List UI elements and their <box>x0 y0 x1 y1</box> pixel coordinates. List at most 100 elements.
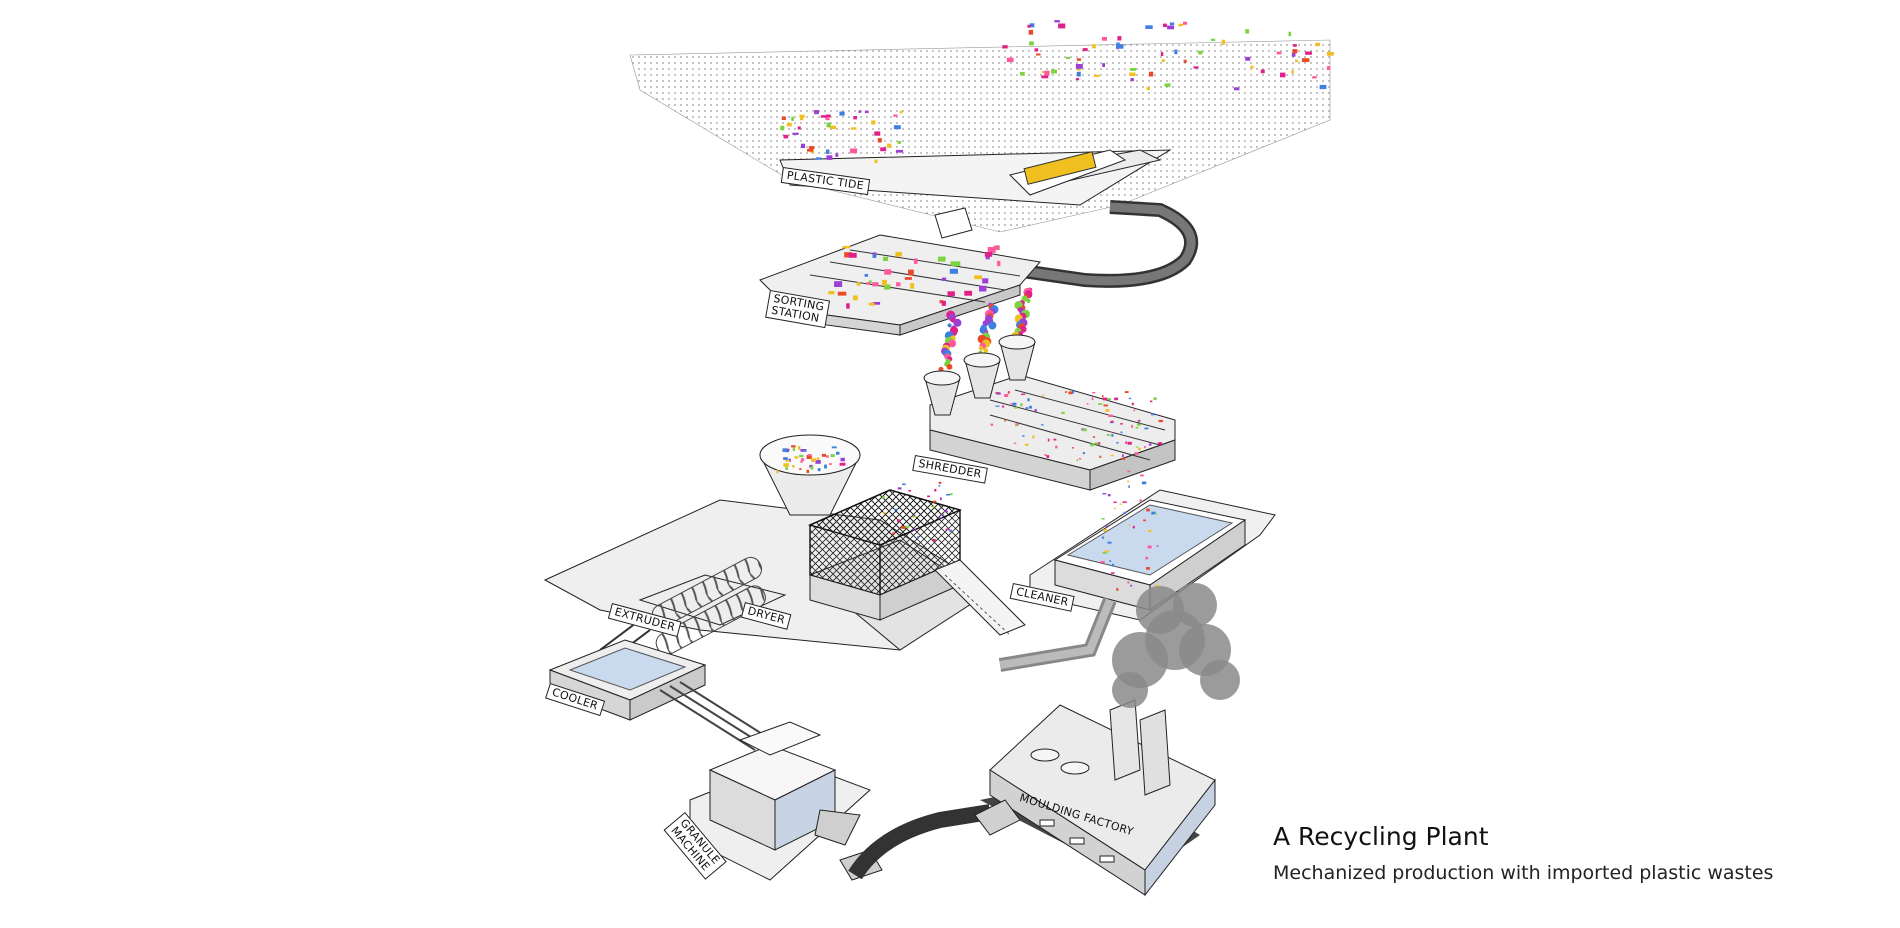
plastic-piece <box>839 462 846 466</box>
plastic-piece <box>995 405 1000 407</box>
plastic-piece <box>1326 66 1331 71</box>
plastic-piece <box>979 285 987 292</box>
plastic-piece <box>1210 38 1216 41</box>
plastic-piece <box>1004 394 1009 397</box>
plastic-piece <box>1102 493 1107 495</box>
plastic-piece <box>1076 459 1079 462</box>
plastic-piece <box>808 146 815 150</box>
plastic-piece <box>1221 39 1226 45</box>
plastic-piece <box>1044 70 1050 76</box>
plastic-piece <box>1093 436 1095 438</box>
plastic-piece <box>837 291 847 296</box>
plastic-piece <box>949 268 958 274</box>
extruder <box>599 556 787 661</box>
plastic-piece <box>1104 550 1110 553</box>
plastic-piece <box>1065 391 1067 393</box>
plastic-piece <box>1108 414 1113 417</box>
plastic-piece <box>1021 295 1028 302</box>
plastic-piece <box>780 125 785 131</box>
plastic-piece <box>872 282 879 287</box>
plastic-piece <box>1025 407 1029 409</box>
plastic-piece <box>1145 556 1149 560</box>
plastic-piece <box>987 247 996 253</box>
plastic-piece <box>941 514 945 516</box>
plastic-piece <box>988 321 997 330</box>
road <box>848 804 992 880</box>
plastic-piece <box>883 284 891 290</box>
plastic-piece <box>806 469 810 473</box>
plastic-piece <box>1124 391 1129 393</box>
plastic-piece <box>1020 71 1025 76</box>
plastic-piece <box>1129 72 1136 76</box>
plastic-piece <box>1128 524 1131 526</box>
plastic-piece <box>792 465 795 468</box>
plastic-piece <box>882 496 885 499</box>
plastic-piece <box>828 291 835 295</box>
plastic-piece <box>1139 420 1142 422</box>
plastic-piece <box>1041 424 1044 426</box>
plastic-piece <box>893 114 898 117</box>
plastic-piece <box>1157 442 1163 445</box>
cleaner <box>998 489 1276 672</box>
plastic-piece <box>1041 75 1049 79</box>
plastic-piece <box>1136 423 1141 426</box>
plastic-piece <box>950 261 960 266</box>
plastic-piece <box>836 451 840 455</box>
plastic-piece <box>1169 22 1175 26</box>
plastic-piece <box>1029 405 1032 409</box>
plastic-piece <box>1130 584 1133 587</box>
plastic-piece <box>1068 391 1073 395</box>
plastic-piece <box>983 348 989 353</box>
plastic-piece <box>866 282 871 285</box>
plastic-piece <box>791 116 794 121</box>
plastic-piece <box>947 323 952 328</box>
plastic-piece <box>905 525 909 528</box>
granule-machine <box>689 721 883 881</box>
plastic-piece <box>1123 511 1126 514</box>
plastic-piece <box>816 457 820 461</box>
plastic-piece <box>799 468 802 470</box>
plastic-piece <box>993 245 1000 250</box>
plastic-piece <box>1132 525 1135 529</box>
plastic-piece <box>1163 23 1167 28</box>
plastic-piece <box>1111 563 1115 567</box>
plastic-piece <box>938 481 942 484</box>
plastic-piece <box>1150 400 1153 403</box>
dryer-hopper <box>759 434 861 516</box>
plastic-piece <box>1315 42 1320 47</box>
plastic-piece <box>781 116 786 120</box>
plastic-piece <box>1102 536 1104 539</box>
plastic-piece <box>1122 501 1127 503</box>
plastic-piece <box>1167 25 1174 30</box>
plastic-piece <box>1113 501 1117 503</box>
plastic-piece <box>1233 87 1240 91</box>
plastic-piece <box>864 274 868 277</box>
plastic-piece <box>908 269 914 276</box>
plastic-piece <box>801 143 805 149</box>
plastic-piece <box>868 280 872 284</box>
plastic-piece <box>1154 513 1158 515</box>
plastic-piece <box>783 457 788 460</box>
plastic-piece <box>1105 409 1110 412</box>
plastic-piece <box>844 252 853 258</box>
plastic-piece <box>826 122 831 128</box>
plastic-piece <box>1319 84 1327 90</box>
plastic-piece <box>782 448 788 452</box>
shredded-plastic-flakes <box>990 390 1163 462</box>
plastic-piece <box>944 510 948 513</box>
sorted-plastic-pieces <box>828 245 1001 309</box>
plastic-piece <box>1099 455 1102 458</box>
plastic-piece <box>1106 434 1111 436</box>
plastic-piece <box>1160 52 1164 56</box>
plastic-piece <box>1193 66 1199 69</box>
plastic-piece <box>1110 431 1113 433</box>
plastic-piece <box>948 339 957 348</box>
plastic-piece <box>974 275 982 280</box>
plastic-piece <box>1312 76 1317 79</box>
plastic-piece <box>896 282 901 287</box>
plastic-piece <box>1093 74 1100 77</box>
plastic-piece <box>946 494 950 496</box>
plastic-piece <box>1098 442 1101 445</box>
plastic-piece <box>1117 36 1122 41</box>
plastic-piece <box>1183 21 1188 25</box>
